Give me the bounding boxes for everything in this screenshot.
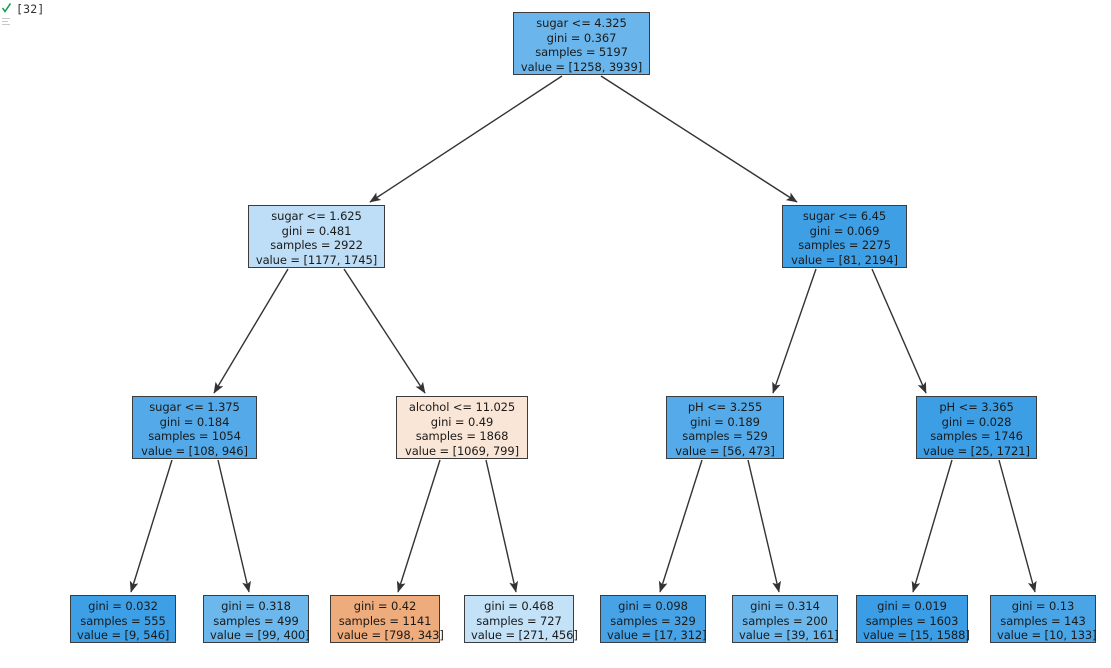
tree-edge — [871, 268, 927, 394]
tree-edge — [658, 459, 703, 593]
node-condition: pH <= 3.365 — [939, 400, 1014, 414]
node-gini: gini = 0.189 — [690, 414, 760, 429]
node-value: value = [1258, 3939] — [520, 59, 643, 74]
tree-edge — [129, 459, 173, 593]
node-samples: samples = 499 — [213, 613, 299, 628]
node-condition: pH <= 3.255 — [687, 400, 763, 414]
node-value: value = [9, 546] — [77, 628, 170, 643]
node-gini: gini = 0.032 — [88, 599, 158, 613]
node-samples: samples = 2275 — [798, 238, 891, 253]
tree-edge — [911, 459, 953, 593]
node-value: value = [798, 343] — [337, 628, 444, 643]
node-samples: samples = 529 — [682, 429, 768, 444]
output-lines-icon — [2, 18, 10, 27]
node-value: value = [271, 456] — [471, 628, 578, 643]
node-samples: samples = 329 — [610, 613, 696, 628]
node-value: value = [108, 946] — [141, 443, 248, 458]
tree-edge — [396, 459, 441, 593]
tree-edge — [343, 268, 426, 394]
node-gini: gini = 0.184 — [159, 414, 230, 429]
node-gini: gini = 0.468 — [484, 599, 554, 613]
node-condition: sugar <= 4.325 — [536, 16, 627, 30]
node-value: value = [1069, 799] — [405, 443, 519, 458]
notebook-gutter: [32] — [0, 0, 60, 668]
node-samples: samples = 1746 — [930, 429, 1023, 444]
node-value: value = [56, 473] — [675, 443, 775, 458]
node-condition: alcohol <= 11.025 — [408, 400, 516, 414]
node-gini: gini = 0.069 — [809, 223, 880, 238]
node-samples: samples = 1603 — [865, 613, 959, 628]
node-samples: samples = 1141 — [338, 613, 432, 628]
tree-edge — [213, 268, 289, 394]
node-value: value = [1177, 1745] — [255, 252, 378, 267]
node-gini: gini = 0.13 — [1011, 599, 1075, 613]
node-gini: gini = 0.481 — [281, 223, 352, 238]
check-icon — [2, 3, 11, 13]
node-condition: sugar <= 1.375 — [149, 400, 240, 414]
tree-edge — [747, 459, 781, 593]
node-condition: sugar <= 1.625 — [271, 209, 362, 223]
node-value: value = [17, 312] — [607, 628, 707, 643]
node-gini: gini = 0.367 — [546, 30, 617, 45]
tree-edge — [998, 459, 1037, 593]
node-gini: gini = 0.318 — [221, 599, 291, 613]
node-value: value = [39, 161] — [739, 628, 839, 643]
tree-edge — [600, 75, 798, 203]
node-samples: samples = 1054 — [148, 429, 241, 444]
node-samples: samples = 1868 — [415, 429, 509, 444]
node-gini: gini = 0.42 — [353, 599, 417, 613]
node-gini: gini = 0.49 — [430, 414, 494, 429]
node-gini: gini = 0.314 — [750, 599, 820, 613]
node-samples: samples = 555 — [80, 613, 166, 628]
node-value: value = [25, 1721] — [923, 443, 1030, 458]
node-value: value = [15, 1588] — [863, 628, 970, 643]
node-samples: samples = 2922 — [270, 238, 363, 253]
node-value: value = [10, 133] — [997, 628, 1097, 643]
node-samples: samples = 727 — [476, 613, 562, 628]
tree-edge — [485, 459, 519, 593]
node-condition: sugar <= 6.45 — [802, 209, 887, 223]
node-samples: samples = 5197 — [535, 45, 628, 60]
node-gini: gini = 0.019 — [877, 599, 947, 613]
tree-edge — [369, 75, 563, 203]
node-value: value = [81, 2194] — [791, 252, 898, 267]
cell-execution-label: [32] — [16, 2, 45, 16]
node-samples: samples = 143 — [1000, 613, 1086, 628]
tree-edge — [217, 459, 251, 593]
node-value: value = [99, 400] — [210, 628, 310, 643]
node-gini: gini = 0.098 — [618, 599, 688, 613]
tree-edge — [772, 268, 817, 394]
node-samples: samples = 200 — [742, 613, 828, 628]
node-gini: gini = 0.028 — [941, 414, 1012, 429]
